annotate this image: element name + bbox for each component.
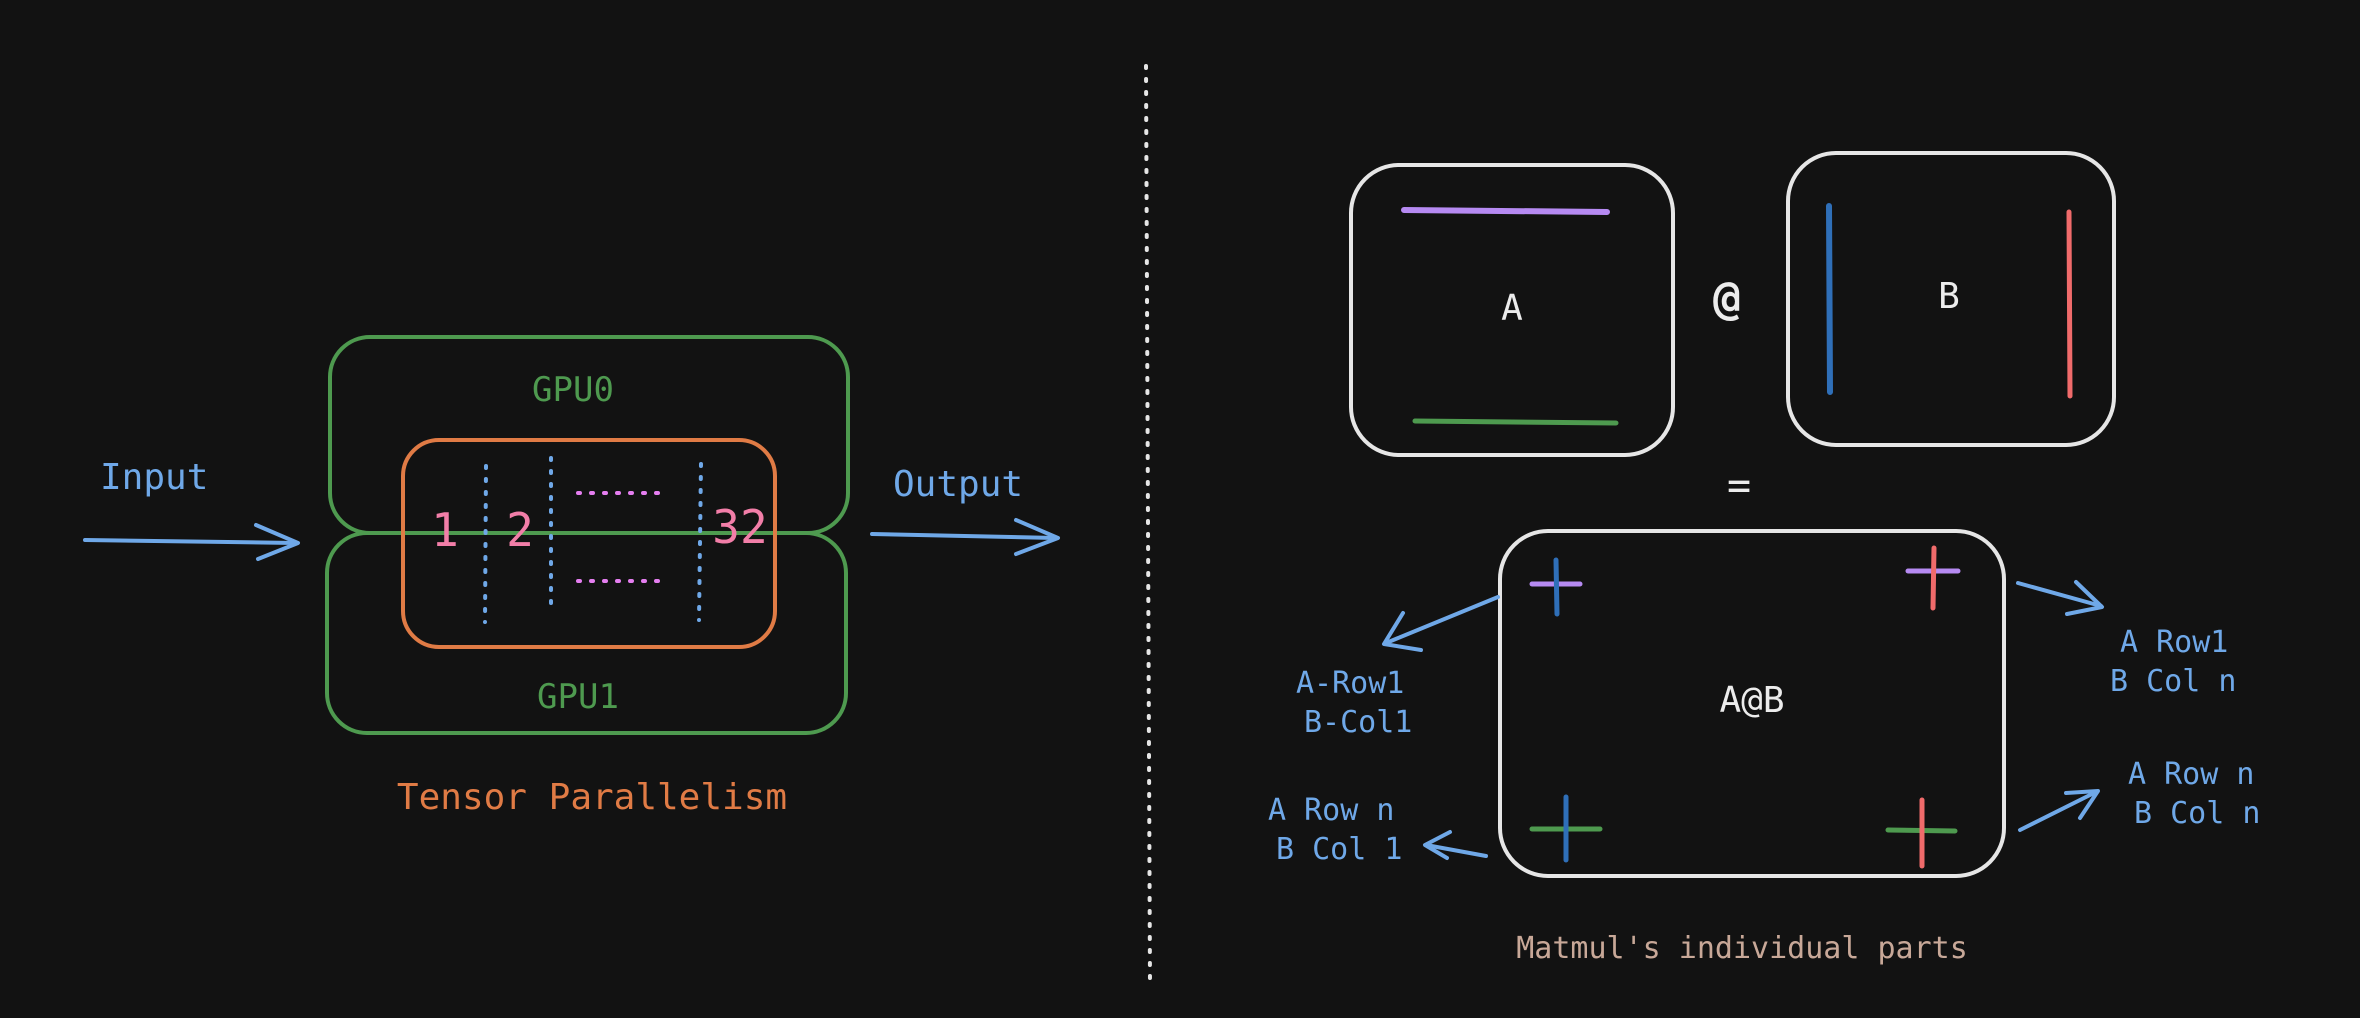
matrix-a-row1-line (1401, 207, 1610, 215)
shard-ellipsis (576, 491, 662, 583)
shard-dividers (483, 456, 703, 624)
gpu1-box (325, 531, 848, 735)
gpu1-label: GPU1 (537, 677, 619, 717)
equals-sign: = (1727, 463, 1751, 509)
input-label: Input (100, 457, 208, 498)
matmul-operator: @ (1713, 271, 1741, 325)
matrix-a-box (1349, 163, 1675, 457)
shard-container (401, 438, 777, 649)
result-matrix-label: A@B (1719, 680, 1784, 721)
cross-bottom-left (1529, 794, 1603, 863)
tensor-parallelism-diagram: Input GPU0 GPU1 1 2 32 Output (83, 335, 1060, 818)
result-matrix-box (1498, 529, 2006, 878)
callout-bottom-left-line1: A Row n (1268, 793, 1394, 828)
gpu0-label: GPU0 (532, 370, 614, 410)
gpu0-box (328, 335, 850, 535)
matrix-a-label: A (1501, 288, 1523, 329)
callout-arrow-top-right (2016, 580, 2104, 616)
callout-bottom-left-line2: B Col 1 (1276, 832, 1402, 867)
callout-arrow-bottom-right (2018, 789, 2100, 832)
matrix-b-box (1786, 151, 2116, 447)
tensor-parallelism-caption: Tensor Parallelism (397, 777, 787, 818)
shard-label-2: 2 (506, 503, 534, 557)
matmul-caption: Matmul's individual parts (1516, 931, 1968, 966)
output-arrow (870, 518, 1060, 556)
matrix-b-label: B (1938, 276, 1960, 317)
matrix-b-col1-line (1826, 203, 1833, 395)
callout-bottom-right-line1: A Row n (2128, 757, 2254, 792)
section-divider (1144, 64, 1152, 987)
callout-top-right-line1: A Row1 (2120, 625, 2228, 660)
cross-top-left (1529, 557, 1583, 617)
callout-top-left-line2: B-Col1 (1304, 705, 1412, 740)
callout-arrow-bottom-left (1423, 830, 1488, 860)
matrix-a-rown-line (1412, 418, 1619, 426)
callout-top-right-line2: B Col n (2110, 664, 2236, 699)
cross-top-right (1905, 545, 1961, 611)
callout-arrow-top-left (1382, 595, 1500, 652)
matrix-b-coln-line (2066, 209, 2073, 399)
matmul-diagram: A @ B = A@B (1268, 151, 2260, 966)
output-label: Output (893, 464, 1023, 505)
cross-bottom-right (1885, 797, 1958, 869)
shard-label-1: 1 (431, 503, 459, 557)
callout-bottom-right-line2: B Col n (2134, 796, 2260, 831)
shard-label-32: 32 (712, 500, 767, 554)
callout-top-left-line1: A-Row1 (1296, 666, 1404, 701)
input-arrow (83, 523, 300, 561)
